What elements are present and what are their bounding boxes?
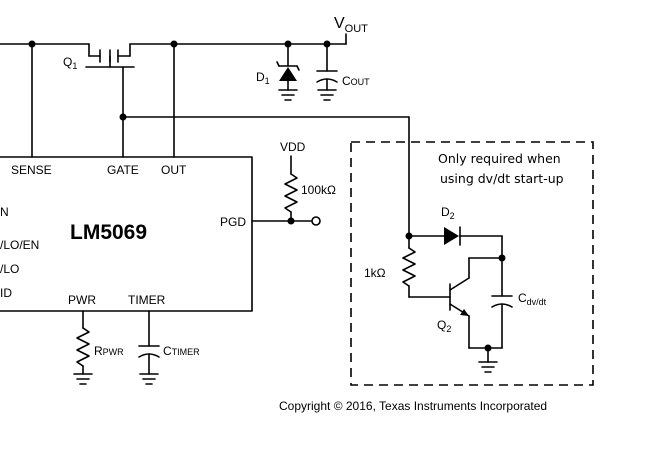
pin-left-1-label: N <box>0 205 9 219</box>
cdvdt-capacitor-symbol <box>491 257 513 349</box>
copyright-text: Copyright © 2016, Texas Instruments Inco… <box>279 399 547 413</box>
q1-label: Q1 <box>63 55 77 71</box>
chip-name: LM5069 <box>70 221 147 244</box>
dvdt-optional-box <box>350 141 594 386</box>
gate-node <box>119 113 127 121</box>
d1-label: D1 <box>256 70 270 86</box>
ctimer-capacitor-symbol <box>138 310 160 385</box>
pgd-node <box>287 217 295 225</box>
rpwr-label: RPWR <box>94 344 124 358</box>
d2-label: D2 <box>441 205 455 221</box>
pullup-resistor-label: 100kΩ <box>301 183 336 197</box>
pin-left-3-label: /LO <box>0 262 19 276</box>
pin-timer-label: TIMER <box>128 293 166 307</box>
q1-mosfet-symbol <box>85 43 135 118</box>
pullup-resistor-symbol <box>284 155 298 222</box>
vdd-label: VDD <box>280 140 306 154</box>
ctimer-label: CTIMER <box>163 344 200 358</box>
resistor-1k-label: 1kΩ <box>364 266 386 280</box>
note-line-1: Only required when <box>438 151 561 166</box>
d1-diode-symbol <box>276 43 300 101</box>
d2-diode-symbol <box>408 226 503 259</box>
lm5069-chip-body <box>0 156 253 312</box>
resistor-1k-symbol <box>402 235 451 298</box>
note-line-2: using dv/dt start-up <box>440 171 564 186</box>
pin-pgd-label: PGD <box>220 215 246 229</box>
pin-gate-label: GATE <box>107 163 139 177</box>
cout-capacitor-symbol <box>316 43 338 101</box>
pin-sense-label: SENSE <box>11 163 52 177</box>
gate-wire <box>122 116 410 237</box>
cdvdt-label: Cdv/dt <box>518 291 547 307</box>
pin-pwr-label: PWR <box>68 293 96 307</box>
pin-left-2-label: /LO/EN <box>0 238 39 252</box>
rpwr-resistor-symbol <box>73 310 93 385</box>
vout-label: VOUT <box>334 15 368 35</box>
pgd-terminal <box>311 216 321 226</box>
cout-label: COUT <box>342 74 370 88</box>
pin-out-label: OUT <box>161 163 187 177</box>
pin-left-4-label: ID <box>0 286 12 300</box>
dvdt-ground-node <box>484 344 492 352</box>
q2-label: Q2 <box>437 318 451 334</box>
q2-transistor-symbol <box>449 257 503 349</box>
dvdt-ground-symbol <box>478 347 498 373</box>
